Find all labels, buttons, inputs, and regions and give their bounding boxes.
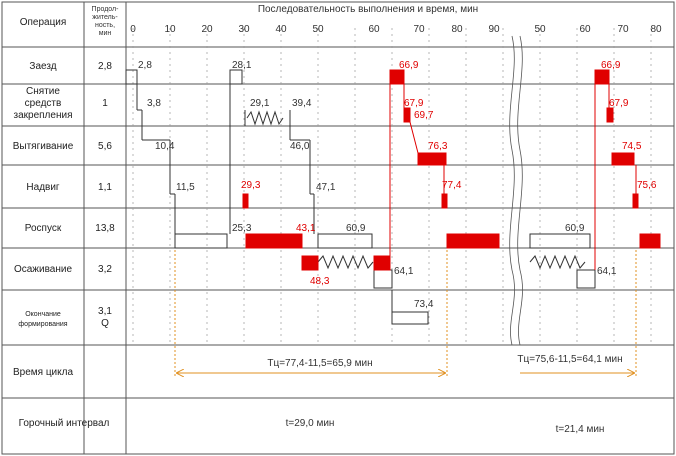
- tick-label: 50: [534, 24, 546, 35]
- tick-label: 60: [579, 24, 591, 35]
- axis-break: [509, 35, 523, 346]
- svg-text:1: 1: [102, 98, 108, 109]
- svg-text:Продол-: Продол-: [92, 6, 120, 13]
- svg-text:3,2: 3,2: [98, 264, 112, 275]
- schedule-black-2: [529, 233, 596, 289]
- svg-text:69,7: 69,7: [414, 110, 434, 121]
- svg-text:66,9: 66,9: [399, 60, 419, 71]
- svg-text:2,8: 2,8: [98, 61, 112, 72]
- svg-text:1,1: 1,1: [98, 182, 112, 193]
- header-operation: Операция: [20, 17, 67, 28]
- op-snyatie: Снятие: [26, 86, 60, 97]
- svg-text:Q: Q: [101, 318, 109, 329]
- op-okonchanie: Окончание: [25, 311, 61, 318]
- svg-text:13,8: 13,8: [95, 223, 115, 234]
- svg-text:73,4: 73,4: [414, 299, 434, 310]
- svg-text:3,1: 3,1: [98, 306, 112, 317]
- svg-text:закрепления: закрепления: [14, 110, 73, 121]
- header-duration: Продол- житель- ность, мин: [92, 6, 120, 37]
- svg-text:формирования: формирования: [18, 321, 67, 328]
- svg-text:75,6: 75,6: [637, 180, 657, 191]
- labels-red: 66,9 66,9 67,9 69,7 67,9 76,3 74,5 29,3 …: [241, 60, 657, 287]
- schedule-red: [242, 69, 500, 271]
- svg-text:средств: средств: [25, 98, 62, 109]
- svg-text:77,4: 77,4: [442, 180, 462, 191]
- operation-durations: 2,8 1 5,6 1,1 13,8 3,2 3,1 Q: [95, 61, 115, 329]
- operation-names: Заезд Снятие средств закрепления Вытягив…: [13, 61, 74, 328]
- op-rospusk: Роспуск: [25, 223, 62, 234]
- cycle-formula-2: Тц=75,6-11,5=64,1 мин: [517, 354, 622, 365]
- svg-text:11,5: 11,5: [176, 182, 195, 193]
- op-vytyagivanie: Вытягивание: [13, 141, 74, 152]
- svg-text:66,9: 66,9: [601, 60, 621, 71]
- svg-text:25,3: 25,3: [232, 223, 252, 234]
- axis-ticks: 0 10 20 30 40 50 60 70 80 90 50 60 70 80: [130, 24, 662, 35]
- cycle-formula-1: Тц=77,4-11,5=65,9 мин: [267, 358, 372, 369]
- tick-label: 50: [312, 24, 324, 35]
- tick-label: 10: [164, 24, 176, 35]
- schedule-red-2: [594, 69, 661, 270]
- svg-text:29,3: 29,3: [241, 180, 261, 191]
- svg-text:мин: мин: [99, 30, 112, 37]
- tick-label: 70: [617, 24, 629, 35]
- svg-text:46,0: 46,0: [290, 141, 310, 152]
- svg-text:10,4: 10,4: [155, 141, 175, 152]
- svg-text:47,1: 47,1: [316, 182, 336, 193]
- tick-label: 60: [368, 24, 380, 35]
- svg-text:48,3: 48,3: [310, 276, 330, 287]
- schedule-black: [125, 69, 429, 325]
- tick-label: 30: [238, 24, 250, 35]
- svg-text:76,3: 76,3: [428, 141, 448, 152]
- svg-text:64,1: 64,1: [394, 266, 414, 277]
- tick-label: 20: [201, 24, 213, 35]
- svg-text:ность,: ность,: [95, 22, 115, 29]
- svg-text:2,8: 2,8: [138, 60, 152, 71]
- svg-text:60,9: 60,9: [346, 223, 366, 234]
- svg-text:житель-: житель-: [92, 14, 118, 21]
- svg-text:43,1: 43,1: [296, 223, 316, 234]
- tick-label: 70: [413, 24, 425, 35]
- tick-label: 80: [650, 24, 662, 35]
- svg-text:67,9: 67,9: [609, 98, 629, 109]
- svg-text:74,5: 74,5: [622, 141, 642, 152]
- interval-value-2: t=21,4 мин: [556, 424, 605, 435]
- op-zaezd: Заезд: [29, 61, 56, 72]
- svg-text:29,1: 29,1: [250, 98, 270, 109]
- svg-text:64,1: 64,1: [597, 266, 617, 277]
- svg-text:5,6: 5,6: [98, 141, 112, 152]
- tick-label: 80: [451, 24, 463, 35]
- svg-text:67,9: 67,9: [404, 98, 424, 109]
- op-nadvig: Надвиг: [26, 182, 60, 193]
- interval-value-1: t=29,0 мин: [286, 418, 335, 429]
- tick-label: 40: [275, 24, 287, 35]
- labels-black: 2,8 28,1 3,8 29,1 39,4 10,4 46,0 11,5 47…: [138, 60, 617, 310]
- cycle-row-label: Время цикла: [13, 367, 73, 378]
- interval-row-label: Горочный интервал: [19, 418, 110, 429]
- tick-label: 0: [130, 24, 136, 35]
- sequence-title: Последовательность выполнения и время, м…: [258, 4, 478, 15]
- svg-text:3,8: 3,8: [147, 98, 161, 109]
- cycle-arrows: [174, 250, 637, 378]
- svg-text:60,9: 60,9: [565, 223, 585, 234]
- op-osazhivanie: Осаживание: [14, 264, 72, 275]
- tick-label: 90: [488, 24, 500, 35]
- svg-text:39,4: 39,4: [292, 98, 312, 109]
- svg-text:28,1: 28,1: [232, 60, 252, 71]
